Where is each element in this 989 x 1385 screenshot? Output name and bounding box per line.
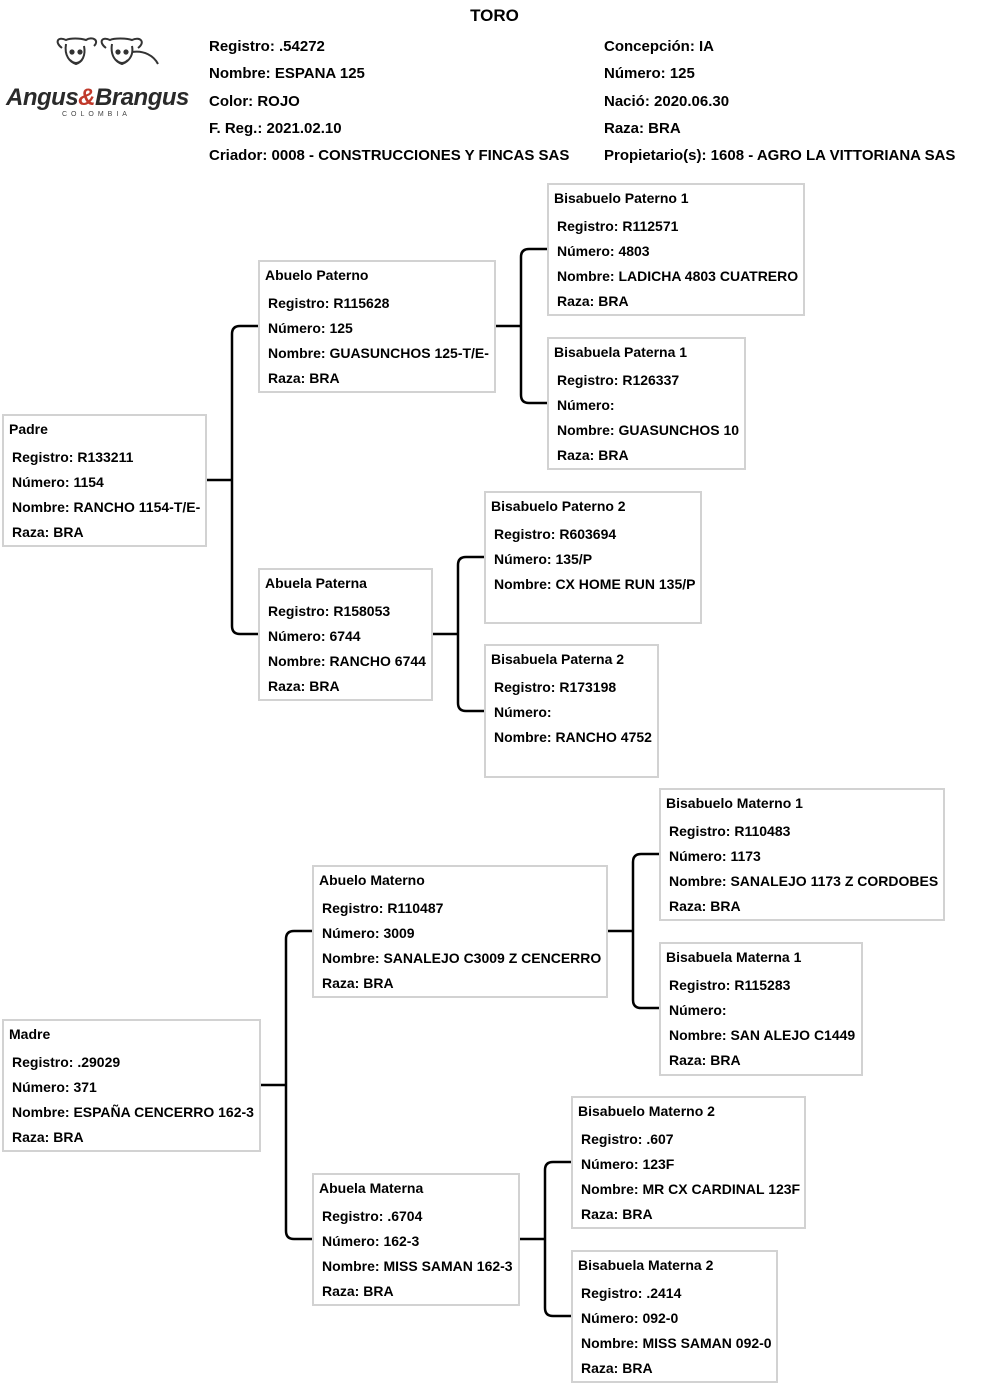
card-title: Bisabuela Paterna 1 <box>554 344 688 360</box>
card-registro: Registro: .2414 <box>581 1285 682 1301</box>
card-registro: Registro: .6704 <box>322 1208 423 1224</box>
bisabuela-paterna-1-card: Bisabuela Paterna 1 Registro: R126337 Nú… <box>547 337 746 470</box>
angus-brangus-logo: Angus&Brangus COLOMBIA <box>4 34 200 122</box>
card-nombre: Nombre: LADICHA 4803 CUATRERO <box>557 268 799 284</box>
card-registro: Registro: R158053 <box>268 603 391 619</box>
bisabuela-materna-2-card: Bisabuela Materna 2 Registro: .2414 Núme… <box>571 1250 778 1383</box>
abuelo-paterno-card: Abuelo Paterno Registro: R115628 Número:… <box>258 260 496 393</box>
card-title: Padre <box>9 421 48 437</box>
card-numero: Número: <box>494 704 552 720</box>
card-numero: Número: 125 <box>268 320 353 336</box>
bisabuelo-paterno-1-card: Bisabuelo Paterno 1 Registro: R112571 Nú… <box>547 183 805 316</box>
card-title: Bisabuela Paterna 2 <box>491 651 625 667</box>
card-raza: Raza: BRA <box>669 898 741 914</box>
card-registro: Registro: R603694 <box>494 526 617 542</box>
header-nombre: Nombre: ESPANA 125 <box>209 65 365 82</box>
card-nombre: Nombre: RANCHO 4752 <box>494 729 652 745</box>
card-title: Bisabuelo Paterno 2 <box>491 498 626 514</box>
card-title: Abuela Paterna <box>265 575 367 591</box>
card-nombre: Nombre: MR CX CARDINAL 123F <box>581 1181 801 1197</box>
header-concepcion: Concepción: IA <box>604 38 715 55</box>
card-registro: Registro: .607 <box>581 1131 674 1147</box>
bisabuela-paterna-2-card: Bisabuela Paterna 2 Registro: R173198 Nú… <box>484 644 659 778</box>
card-registro: Registro: R115283 <box>669 977 791 993</box>
bisabuelo-materno-2-card: Bisabuelo Materno 2 Registro: .607 Númer… <box>571 1096 806 1229</box>
card-title: Abuela Materna <box>319 1180 424 1196</box>
header-registro: Registro: .54272 <box>209 38 325 55</box>
card-numero: Número: 123F <box>581 1156 675 1172</box>
bisabuelo-materno-1-card: Bisabuelo Materno 1 Registro: R110483 Nú… <box>659 788 945 921</box>
card-numero: Número: 3009 <box>322 925 415 941</box>
bisabuelo-paterno-2-card: Bisabuelo Paterno 2 Registro: R603694 Nú… <box>484 491 702 624</box>
abuela-paterna-card: Abuela Paterna Registro: R158053 Número:… <box>258 568 433 701</box>
card-registro: Registro: R110483 <box>669 823 791 839</box>
card-raza: Raza: BRA <box>557 293 629 309</box>
padre-card: Padre Registro: R133211 Número: 1154 Nom… <box>2 414 207 547</box>
card-registro: Registro: .29029 <box>12 1054 121 1070</box>
bisabuela-materna-1-card: Bisabuela Materna 1 Registro: R115283 Nú… <box>659 942 863 1076</box>
card-nombre: Nombre: SANALEJO 1173 Z CORDOBES <box>669 873 939 889</box>
card-raza: Raza: BRA <box>12 1129 84 1145</box>
card-numero: Número: 1154 <box>12 474 104 490</box>
card-raza: Raza: BRA <box>322 975 394 991</box>
card-nombre: Nombre: SAN ALEJO C1449 <box>669 1027 856 1043</box>
madre-card: Madre Registro: .29029 Número: 371 Nombr… <box>2 1019 261 1152</box>
card-nombre: Nombre: GUASUNCHOS 10 <box>557 422 740 438</box>
cattle-heads-icon <box>56 37 159 66</box>
card-title: Bisabuelo Materno 1 <box>666 795 803 811</box>
card-numero: Número: 1173 <box>669 848 761 864</box>
card-title: Bisabuelo Materno 2 <box>578 1103 715 1119</box>
card-nombre: Nombre: MISS SAMAN 092-0 <box>581 1335 772 1351</box>
card-registro: Registro: R112571 <box>557 218 679 234</box>
header-propietario: Propietario(s): 1608 - AGRO LA VITTORIAN… <box>604 147 956 164</box>
card-raza: Raza: BRA <box>268 678 340 694</box>
card-registro: Registro: R133211 <box>12 449 134 465</box>
logo-wordmark: Angus&Brangus <box>6 84 189 111</box>
card-title: Abuelo Materno <box>319 872 425 888</box>
card-numero: Número: 371 <box>12 1079 97 1095</box>
card-numero: Número: 092-0 <box>581 1310 679 1326</box>
logo-subtitle: COLOMBIA <box>62 111 131 118</box>
card-raza: Raza: BRA <box>268 370 340 386</box>
card-title: Bisabuela Materna 2 <box>578 1257 714 1273</box>
card-registro: Registro: R110487 <box>322 900 444 916</box>
card-nombre: Nombre: ESPAÑA CENCERRO 162-3 <box>12 1104 254 1120</box>
header-raza: Raza: BRA <box>604 120 681 137</box>
card-numero: Número: <box>669 1002 727 1018</box>
card-nombre: Nombre: CX HOME RUN 135/P <box>494 576 696 592</box>
card-title: Bisabuelo Paterno 1 <box>554 190 689 206</box>
card-numero: Número: 162-3 <box>322 1233 420 1249</box>
header-numero: Número: 125 <box>604 65 695 82</box>
card-nombre: Nombre: SANALEJO C3009 Z CENCERRO <box>322 950 602 966</box>
card-numero: Número: 135/P <box>494 551 593 567</box>
abuelo-materno-card: Abuelo Materno Registro: R110487 Número:… <box>312 865 608 998</box>
card-raza: Raza: BRA <box>12 524 84 540</box>
card-raza: Raza: BRA <box>669 1052 741 1068</box>
card-nombre: Nombre: MISS SAMAN 162-3 <box>322 1258 513 1274</box>
abuela-materna-card: Abuela Materna Registro: .6704 Número: 1… <box>312 1173 520 1306</box>
card-numero: Número: <box>557 397 615 413</box>
page-title: TORO <box>470 6 519 25</box>
header-nacio: Nació: 2020.06.30 <box>604 93 730 110</box>
card-raza: Raza: BRA <box>322 1283 394 1299</box>
card-title: Bisabuela Materna 1 <box>666 949 802 965</box>
card-title: Madre <box>9 1026 51 1042</box>
card-nombre: Nombre: RANCHO 6744 <box>268 653 426 669</box>
card-raza: Raza: BRA <box>557 447 629 463</box>
card-registro: Registro: R173198 <box>494 679 617 695</box>
card-raza: Raza: BRA <box>581 1360 653 1376</box>
header-color: Color: ROJO <box>209 93 300 110</box>
card-nombre: Nombre: GUASUNCHOS 125-T/E- <box>268 345 489 361</box>
card-registro: Registro: R126337 <box>557 372 680 388</box>
card-numero: Número: 6744 <box>268 628 361 644</box>
card-registro: Registro: R115628 <box>268 295 390 311</box>
card-nombre: Nombre: RANCHO 1154-T/E- <box>12 499 201 515</box>
card-numero: Número: 4803 <box>557 243 650 259</box>
card-title: Abuelo Paterno <box>265 267 369 283</box>
card-raza: Raza: BRA <box>581 1206 653 1222</box>
header-criador: Criador: 0008 - CONSTRUCCIONES Y FINCAS … <box>209 147 570 164</box>
header-freg: F. Reg.: 2021.02.10 <box>209 120 342 137</box>
